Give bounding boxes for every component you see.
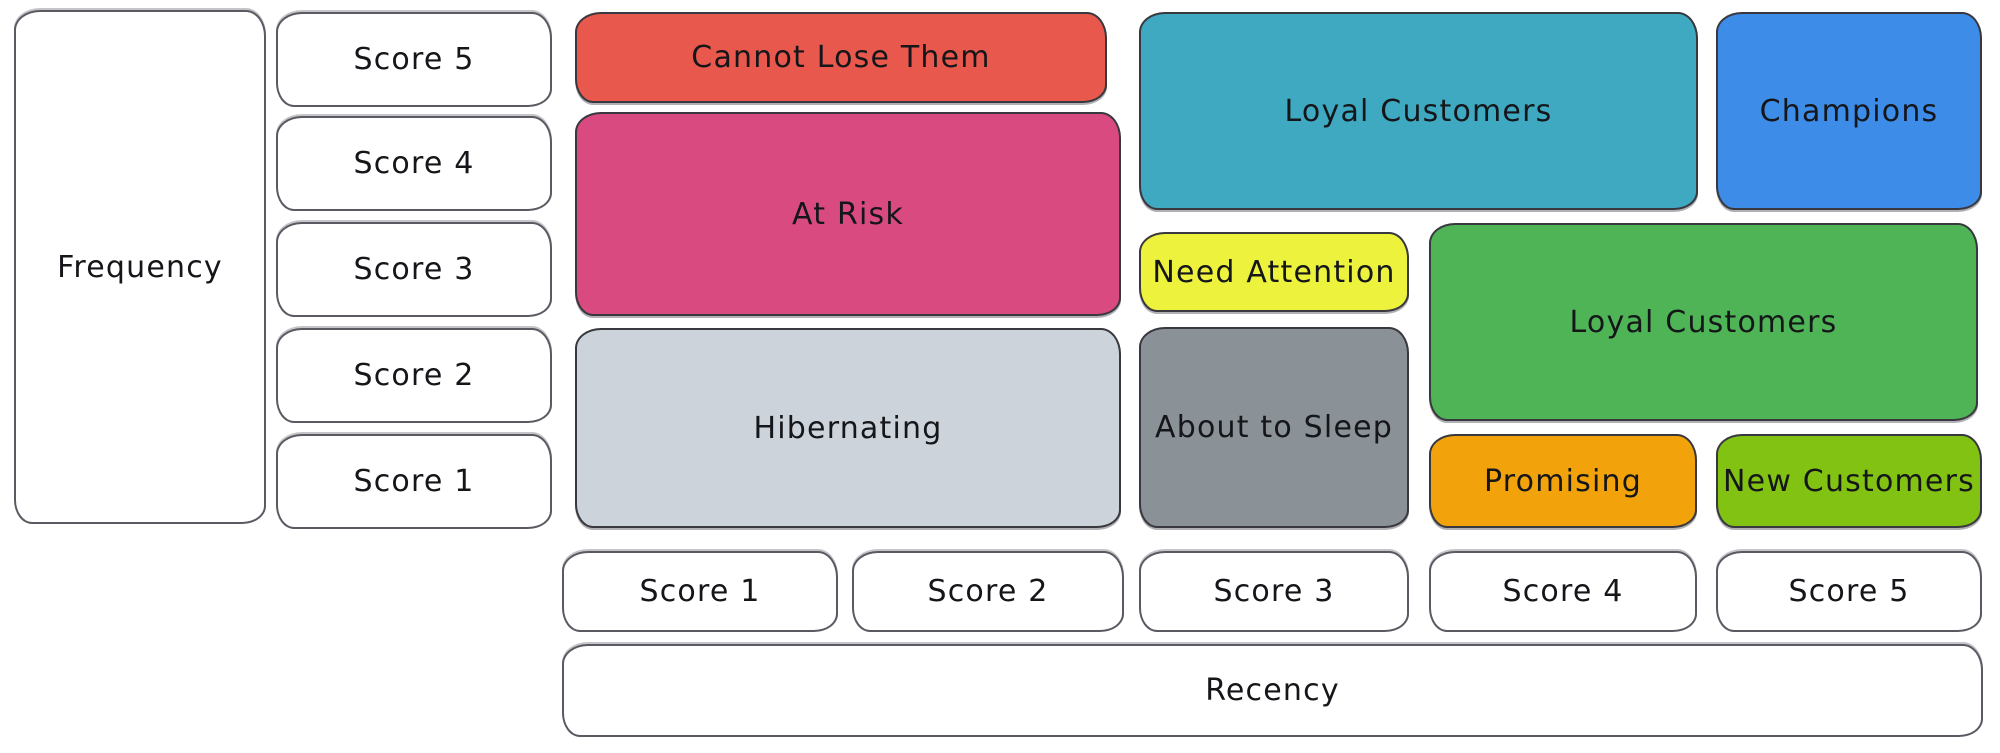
- segment-new-customers-label: New Customers: [1723, 463, 1975, 499]
- recency-score-1-box: Score 1: [562, 551, 838, 632]
- segment-champions: Champions: [1716, 12, 1982, 210]
- segment-loyal-customers-green-label: Loyal Customers: [1569, 304, 1838, 340]
- frequency-score-4-label: Score 4: [353, 146, 475, 181]
- segment-cannot-lose-them: Cannot Lose Them: [575, 12, 1107, 103]
- recency-score-3-box: Score 3: [1139, 551, 1409, 632]
- segment-hibernating: Hibernating: [575, 328, 1121, 528]
- segment-promising-label: Promising: [1484, 463, 1642, 499]
- frequency-axis-label: Frequency: [57, 249, 223, 285]
- recency-score-4-label: Score 4: [1502, 574, 1624, 609]
- recency-axis-label: Recency: [1205, 673, 1340, 708]
- frequency-score-5-box: Score 5: [276, 12, 552, 107]
- frequency-score-5-label: Score 5: [353, 42, 475, 77]
- frequency-score-4-box: Score 4: [276, 116, 552, 211]
- frequency-score-2-label: Score 2: [353, 358, 475, 393]
- frequency-score-1-label: Score 1: [353, 464, 475, 499]
- recency-score-5-box: Score 5: [1716, 551, 1982, 632]
- segment-loyal-customers-teal: Loyal Customers: [1139, 12, 1698, 210]
- segment-need-attention-label: Need Attention: [1152, 254, 1396, 290]
- segment-about-to-sleep: About to Sleep: [1139, 327, 1409, 528]
- segment-loyal-customers-teal-label: Loyal Customers: [1284, 93, 1553, 129]
- recency-score-2-label: Score 2: [927, 574, 1049, 609]
- segment-new-customers: New Customers: [1716, 434, 1982, 528]
- segment-need-attention: Need Attention: [1139, 232, 1409, 312]
- recency-score-4-box: Score 4: [1429, 551, 1697, 632]
- segment-hibernating-label: Hibernating: [753, 410, 943, 446]
- frequency-score-3-box: Score 3: [276, 222, 552, 317]
- segment-at-risk: At Risk: [575, 112, 1121, 316]
- frequency-score-3-label: Score 3: [353, 252, 475, 287]
- recency-axis-box: Recency: [562, 644, 1983, 737]
- recency-score-1-label: Score 1: [639, 574, 761, 609]
- segment-loyal-customers-green: Loyal Customers: [1429, 223, 1978, 421]
- segment-promising: Promising: [1429, 434, 1697, 528]
- frequency-score-1-box: Score 1: [276, 434, 552, 529]
- frequency-score-2-box: Score 2: [276, 328, 552, 423]
- recency-score-2-box: Score 2: [852, 551, 1124, 632]
- frequency-axis-box: Frequency: [14, 10, 266, 524]
- segment-at-risk-label: At Risk: [792, 196, 904, 232]
- segment-cannot-lose-them-label: Cannot Lose Them: [691, 40, 991, 75]
- segment-champions-label: Champions: [1759, 93, 1939, 129]
- recency-score-5-label: Score 5: [1788, 574, 1910, 609]
- recency-score-3-label: Score 3: [1213, 574, 1335, 609]
- segment-about-to-sleep-label: About to Sleep: [1154, 410, 1394, 445]
